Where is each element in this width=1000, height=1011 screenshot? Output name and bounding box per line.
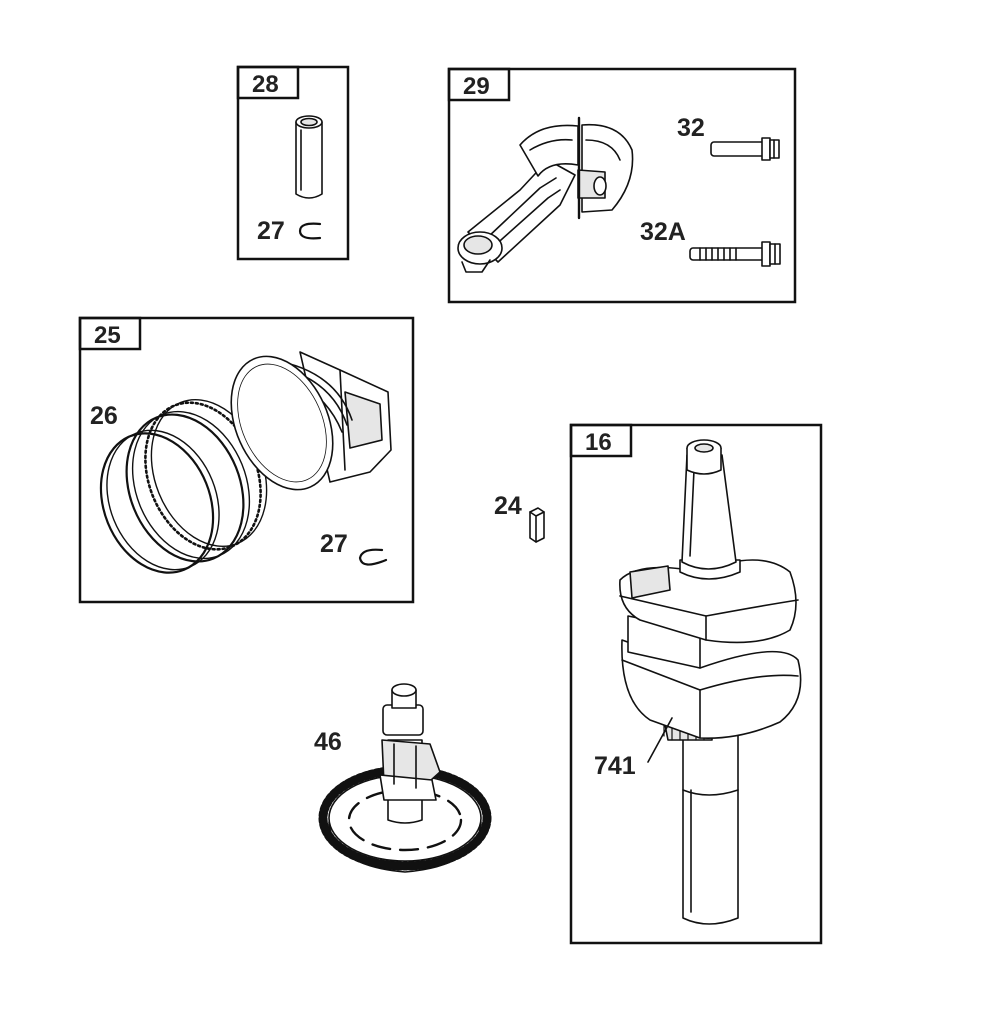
callout-741: 741 [594,752,636,780]
tag-frame-16 [569,423,633,458]
frame-25 [78,316,415,604]
piston-pin-retainer [358,548,388,566]
tag-frame-29 [447,67,511,102]
tag-29: 29 [463,73,490,100]
pin-retainer-clip [298,222,322,240]
tag-frame-28 [236,65,300,100]
rod-bolt-short [710,137,780,161]
camshaft [318,683,492,873]
leader-741 [647,717,673,763]
group-29: 29 32 [447,67,797,304]
group-28: 28 27 [236,65,350,261]
connecting-rod [457,116,634,273]
piston [230,351,392,491]
tag-28: 28 [252,71,279,98]
tag-25: 25 [94,322,121,349]
callout-32: 32 [677,114,705,142]
rod-bolt-long [689,241,781,267]
crankshaft-key [529,507,545,543]
group-16: 16 74 [569,423,823,945]
piston-pin [295,115,323,199]
callout-24: 24 [494,492,522,520]
tag-frame-25 [78,316,142,351]
callout-46: 46 [314,728,342,756]
tag-16: 16 [585,429,612,456]
callout-26: 26 [90,402,118,430]
frame-29 [447,67,797,304]
callout-27-piston: 27 [320,530,348,558]
callout-32a: 32A [640,218,686,246]
callout-27: 27 [257,217,285,245]
group-25: 25 26 27 [78,316,415,604]
frame-16 [569,423,823,945]
crankshaft [619,439,802,925]
